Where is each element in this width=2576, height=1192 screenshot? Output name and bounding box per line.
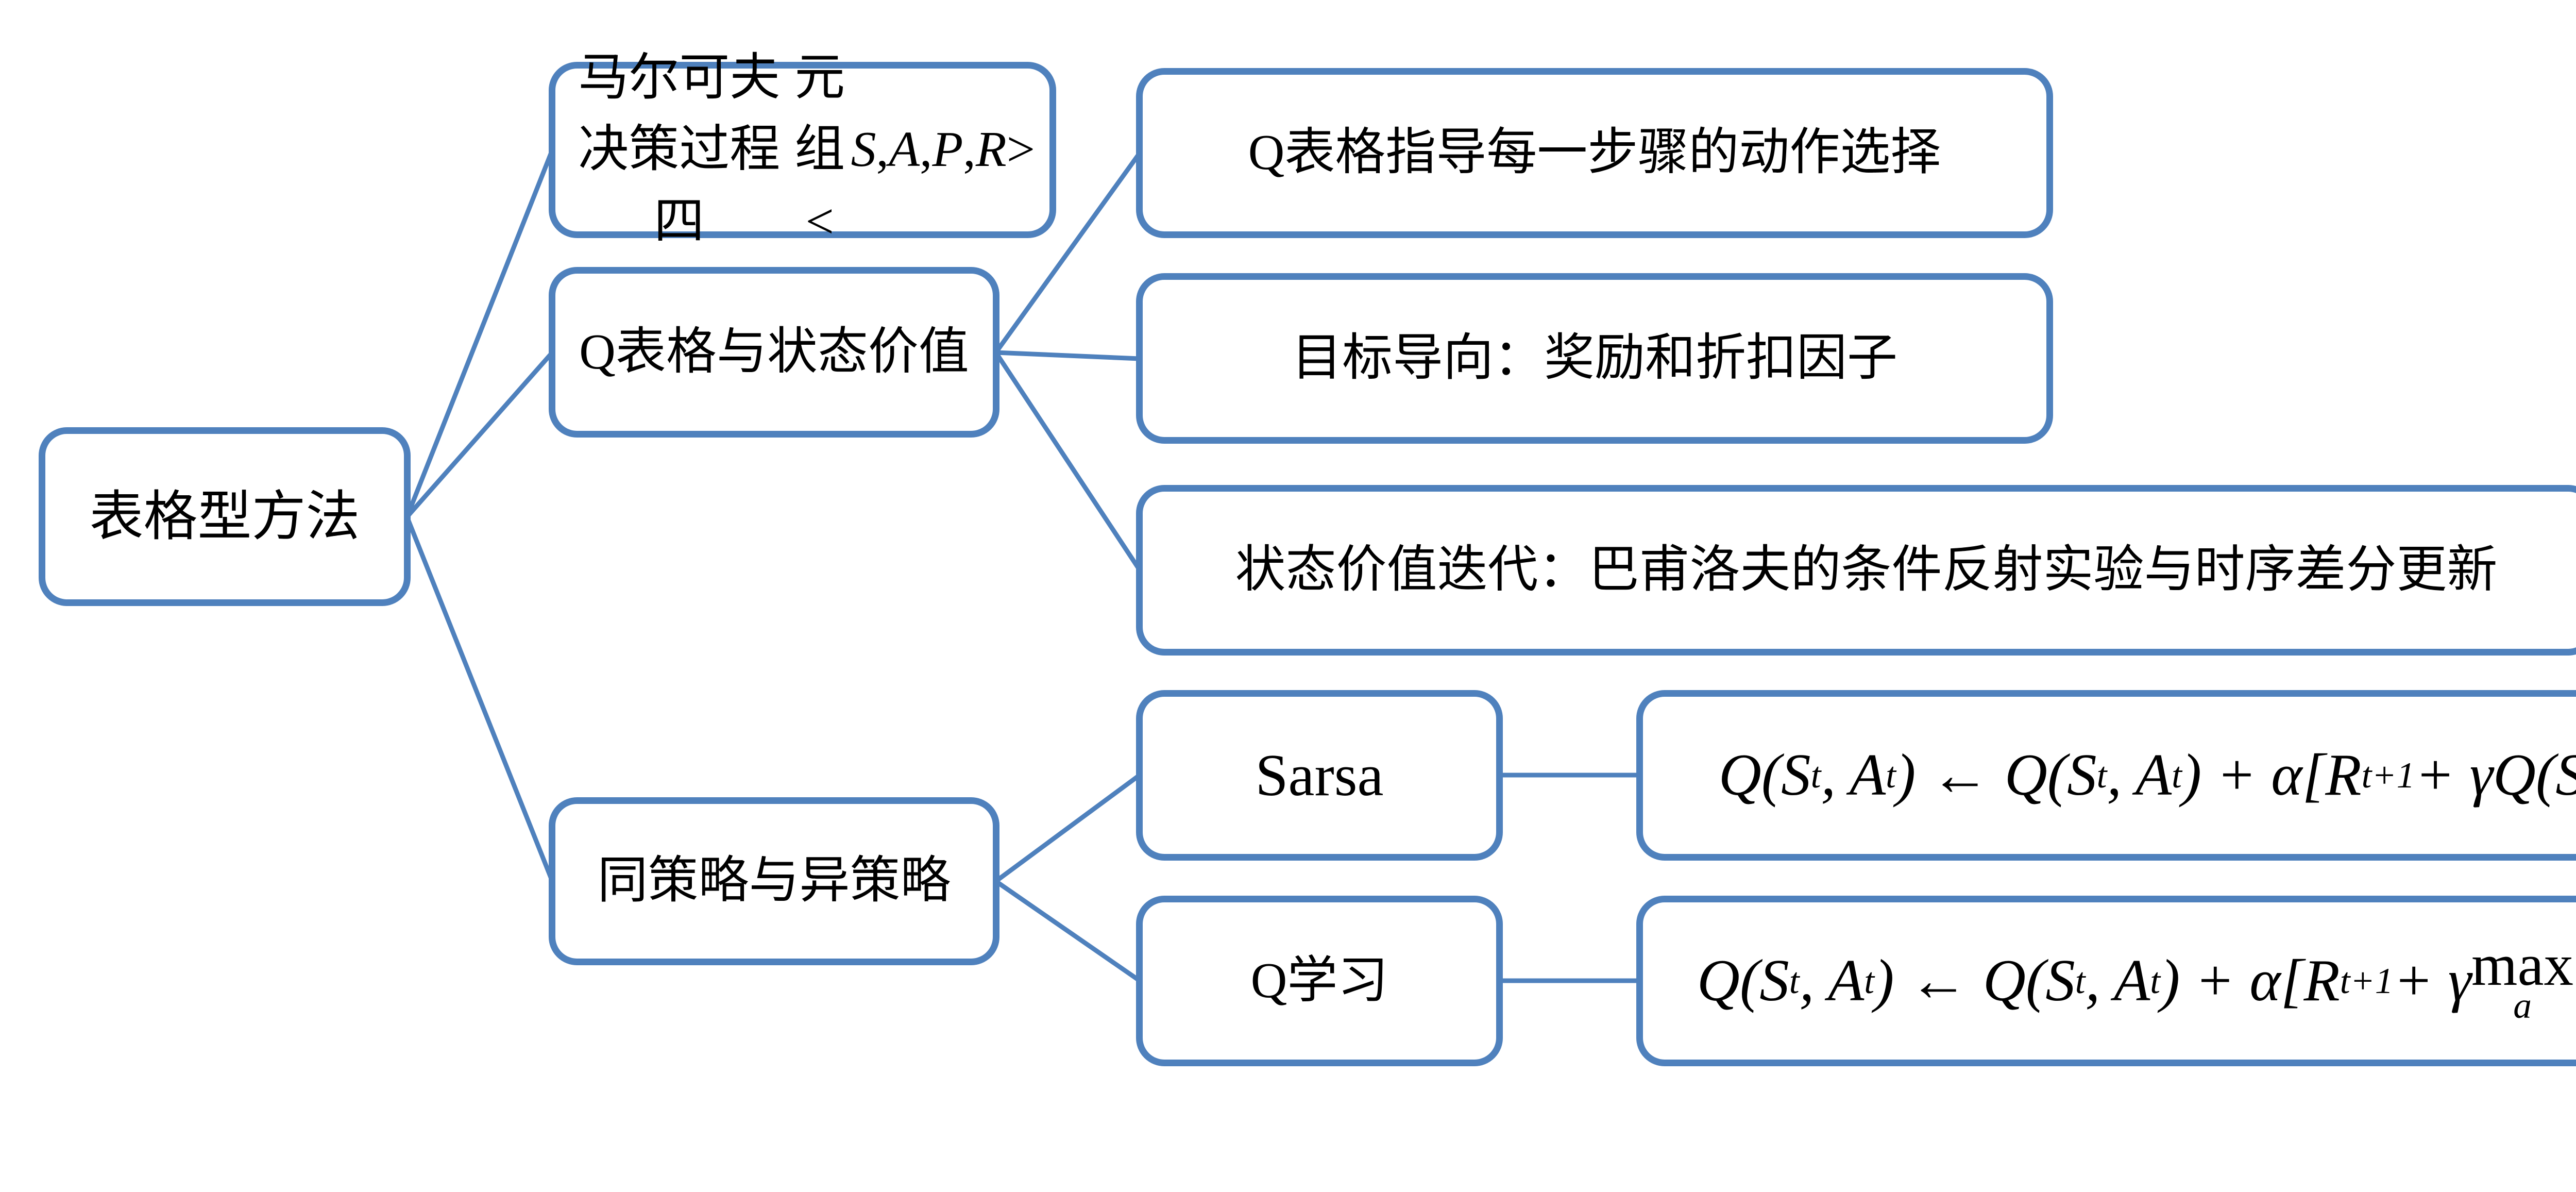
node-q-table-guides-actions: Q表格指导每一步骤的动作选择 bbox=[1136, 68, 2053, 238]
node-on-off-policy: 同策略与异策略 bbox=[549, 797, 999, 965]
connector-qtable-to-leaf2 bbox=[995, 350, 1140, 361]
node-tabular-methods: 表格型方法 bbox=[39, 427, 411, 606]
connector-root-to-mdp bbox=[404, 149, 555, 518]
node-q-learning: Q学习 bbox=[1136, 896, 1503, 1066]
node-sarsa-formula: Q(St, At) ← Q(St, At) + α[Rt+1 + γQ(St+1… bbox=[1636, 690, 2576, 861]
connector-root-to-onoff bbox=[404, 516, 555, 882]
connector-root-to-qtable bbox=[405, 351, 554, 518]
node-goal-oriented: 目标导向：奖励和折扣因子 bbox=[1136, 273, 2053, 444]
connector-qtable-to-leaf3 bbox=[994, 351, 1142, 572]
node-state-value-iteration: 状态价值迭代：巴甫洛夫的条件反射实验与时序差分更新 bbox=[1136, 485, 2576, 656]
node-q-table-state-value: Q表格与状态价值 bbox=[549, 267, 999, 438]
node-mdp-tuple: 马尔可夫决策过程四元组< S, A, P, R > bbox=[549, 50, 1056, 249]
node-sarsa: Sarsa bbox=[1136, 690, 1503, 861]
connector-qtable-to-leaf1 bbox=[994, 152, 1142, 354]
connector-onoff-to-qlearning bbox=[994, 879, 1141, 983]
connector-onoff-to-sarsa bbox=[994, 773, 1141, 883]
